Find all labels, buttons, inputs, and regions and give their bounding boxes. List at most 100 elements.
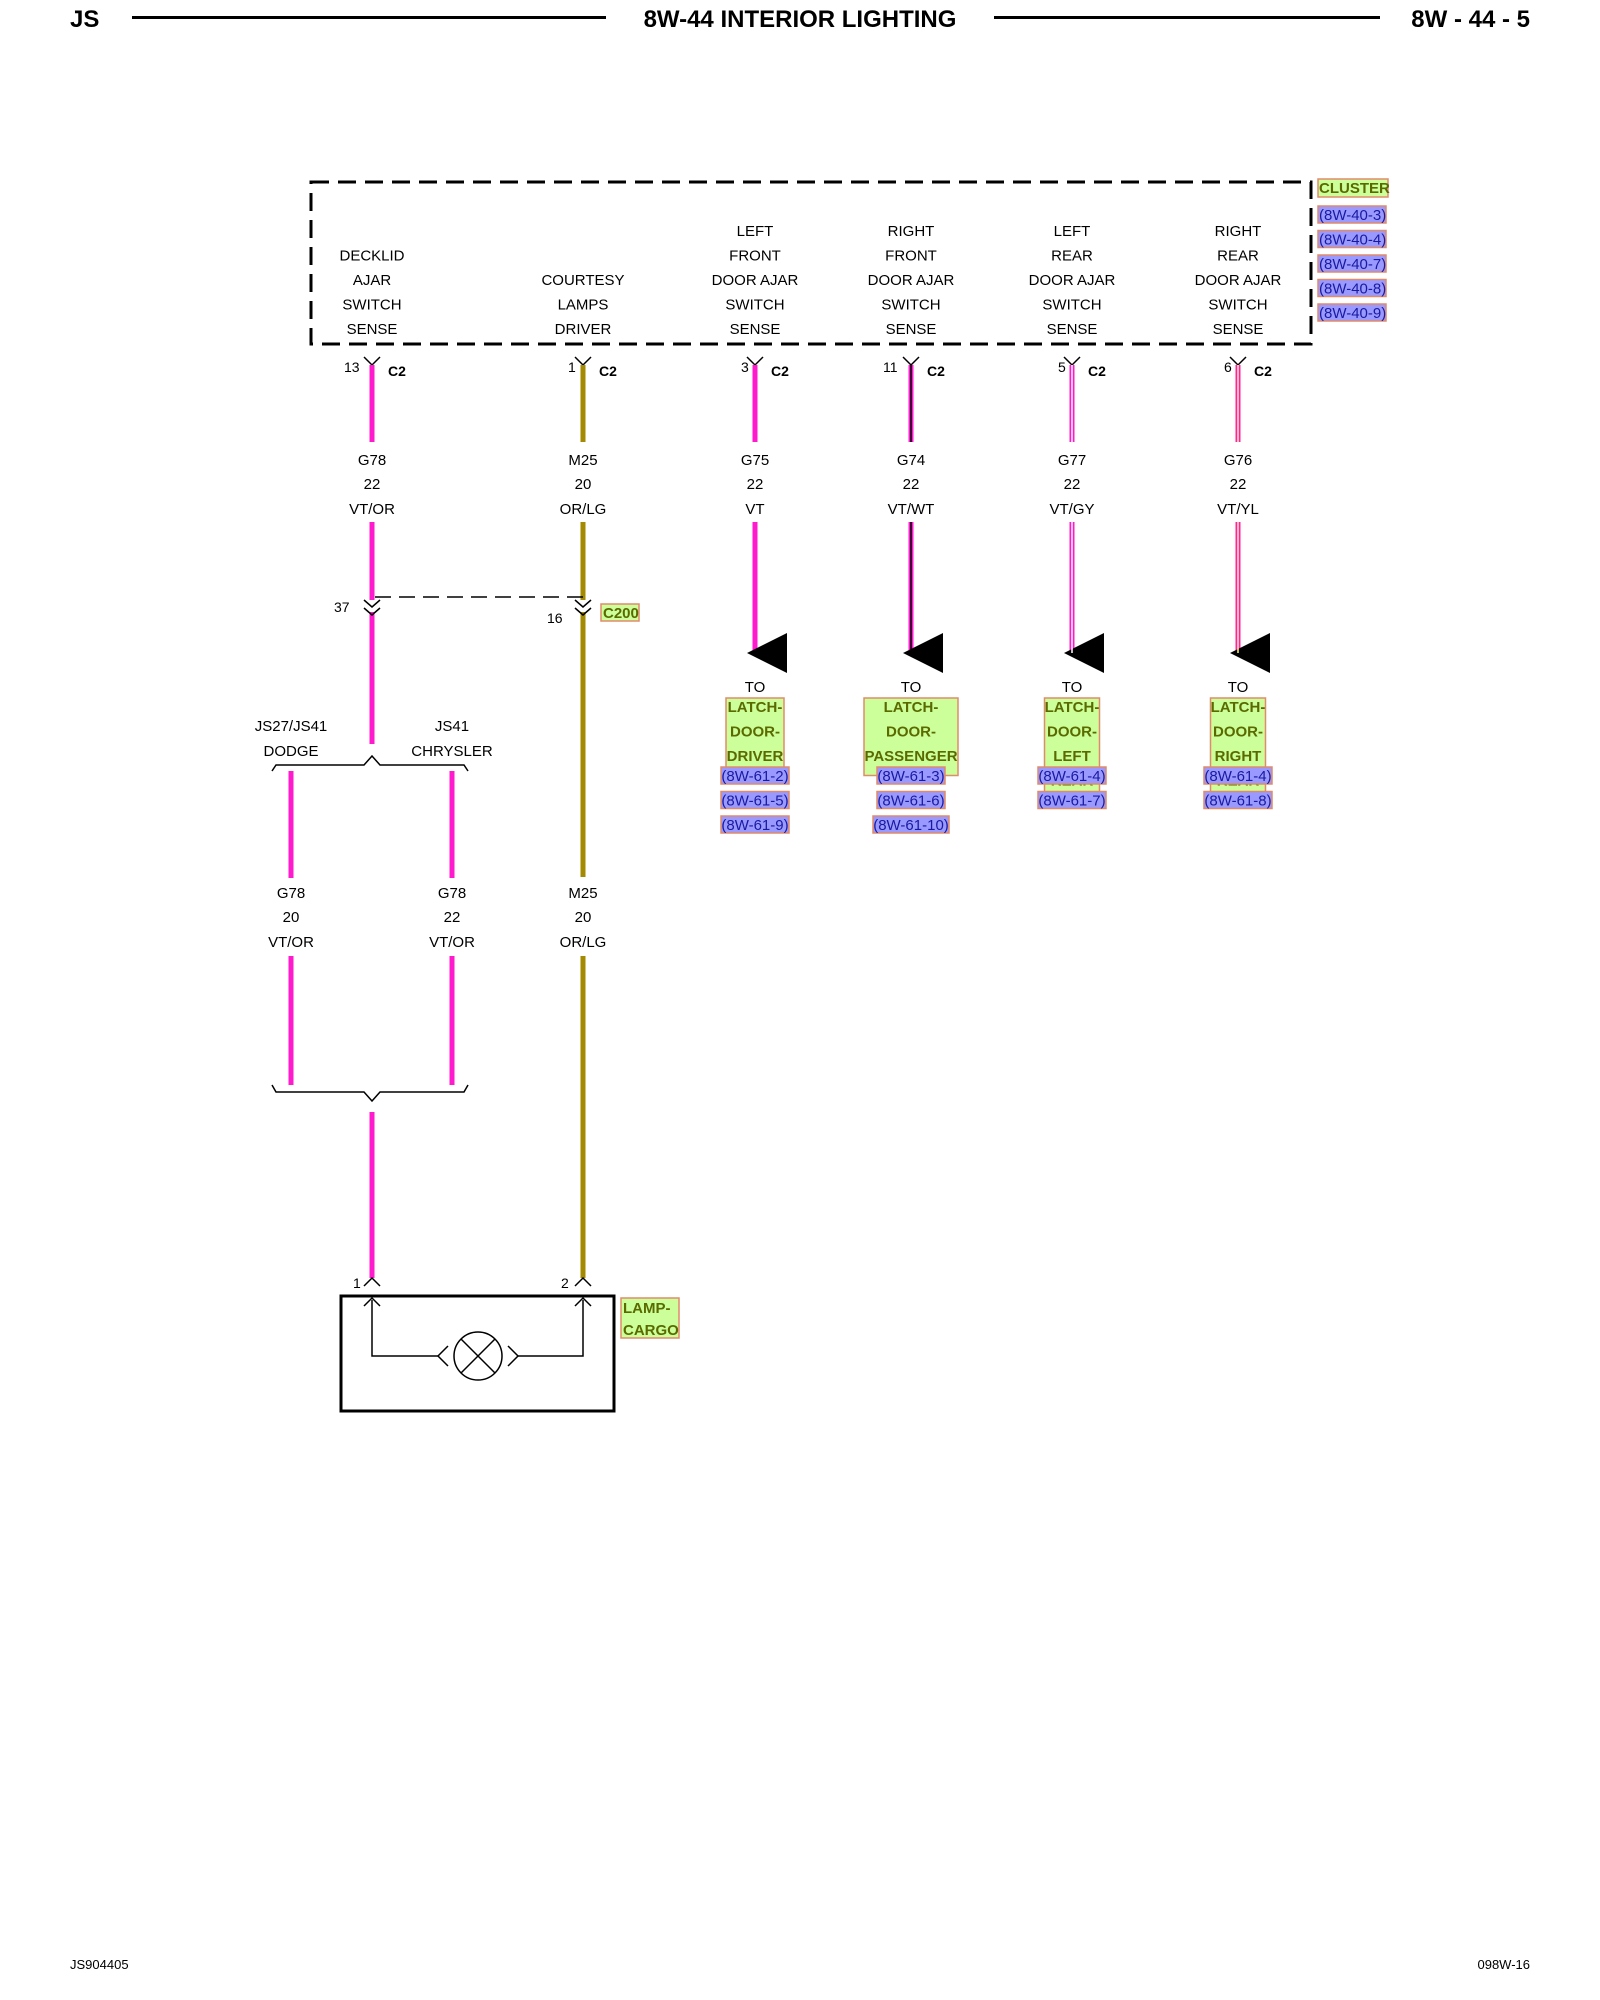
wire-color: VT/WT <box>888 501 935 518</box>
cluster-function-label: AJAR <box>353 272 392 289</box>
cluster-name: CLUSTER <box>1319 180 1390 197</box>
destination-name: DOOR- <box>730 724 780 741</box>
lamp-name-line1: LAMP- <box>623 1300 671 1317</box>
footer-doc-id: JS904405 <box>70 1957 129 1972</box>
cluster-function-label: REAR <box>1051 248 1093 265</box>
wire-gauge: 22 <box>1064 476 1081 493</box>
wire-circuit: G75 <box>741 452 769 469</box>
destination-ref-box <box>1037 790 1107 810</box>
destination-ref-box <box>876 766 946 785</box>
cluster-function-label: DRIVER <box>555 321 612 338</box>
destination-name: DOOR- <box>886 724 936 741</box>
wire-color: VT/OR <box>349 501 395 518</box>
destination-name: LATCH- <box>884 699 939 716</box>
destination-name: DRIVER <box>727 748 784 765</box>
lower-wire-circuit: G78 <box>438 885 466 902</box>
page-number: 8W - 44 - 5 <box>1411 6 1530 33</box>
destination-ref-box <box>876 790 946 810</box>
pin-chevron <box>574 356 592 367</box>
cluster-function-label: RIGHT <box>1215 223 1262 240</box>
pin-chevron <box>1229 356 1247 367</box>
split-right-brand: CHRYSLER <box>411 743 493 760</box>
cluster-function-label: DECKLID <box>339 248 404 265</box>
split-right-variant: JS41 <box>435 718 469 735</box>
cluster-function-label: SENSE <box>1047 321 1098 338</box>
lower-wire-gauge: 20 <box>575 909 592 926</box>
cluster-function-label: FRONT <box>729 248 781 265</box>
cluster-function-label: SWITCH <box>881 297 940 314</box>
lamp-box <box>339 1294 616 1413</box>
cluster-function-label: SWITCH <box>342 297 401 314</box>
lower-wire-color: VT/OR <box>268 934 314 951</box>
cluster-box <box>309 180 1313 346</box>
cluster-pin: 5 <box>1058 359 1066 375</box>
pin-chevron <box>1063 356 1081 367</box>
lower-wire-color: VT/OR <box>429 934 475 951</box>
lower-wire-gauge: 22 <box>444 909 461 926</box>
destination-ref-box <box>720 815 790 834</box>
cluster-function-label: SWITCH <box>725 297 784 314</box>
wire-color: VT/GY <box>1049 501 1094 518</box>
cluster-function-label: SWITCH <box>1042 297 1101 314</box>
lower-wire-color: OR/LG <box>560 934 607 951</box>
c200-pin-16: 16 <box>547 610 563 626</box>
destination-name: DOOR- <box>1047 724 1097 741</box>
wire-circuit: G77 <box>1058 452 1086 469</box>
bulb-icon <box>453 1331 503 1381</box>
wire-circuit: G78 <box>358 452 386 469</box>
cluster-function-label: DOOR AJAR <box>1029 272 1116 289</box>
upper-wires <box>369 365 1270 877</box>
cluster-function-label: SENSE <box>1213 321 1264 338</box>
cluster-ref-1: (8W-40-4) <box>1319 232 1386 249</box>
destination-ref: (8W-61-10) <box>873 817 949 834</box>
wire-gauge: 22 <box>1230 476 1247 493</box>
destinations: TOLATCH-DOOR-DRIVER(8W-61-2)(8W-61-5)(8W… <box>720 679 1273 834</box>
destination-ref: (8W-61-5) <box>721 793 788 810</box>
cluster-function-label: FRONT <box>885 248 937 265</box>
cluster-ref-3: (8W-40-8) <box>1319 281 1386 298</box>
destination-ref: (8W-61-3) <box>877 768 944 785</box>
c200-connector: 37 16 C200 <box>334 596 640 626</box>
cluster-pin: 6 <box>1224 359 1232 375</box>
header-rule-right <box>994 16 1380 19</box>
cluster-connector-label: C2 <box>1088 363 1106 379</box>
header-model: JS <box>70 6 100 33</box>
cluster-refs: (8W-40-3)(8W-40-4)(8W-40-7)(8W-40-8)(8W-… <box>1317 205 1387 322</box>
destination-ref-box <box>720 766 790 785</box>
destination-ref: (8W-61-6) <box>877 793 944 810</box>
wire-color: VT <box>745 501 764 518</box>
header-rule-left <box>132 16 606 19</box>
cluster-connector-label: C2 <box>599 363 617 379</box>
cluster-pin: 13 <box>344 359 360 375</box>
cluster-connector-label: C2 <box>927 363 945 379</box>
page-title: 8W-44 INTERIOR LIGHTING <box>643 6 957 33</box>
destination-name: LATCH- <box>1211 699 1266 716</box>
splice-split: JS27/JS41 DODGE JS41 CHRYSLER <box>255 718 493 1103</box>
destination-to: TO <box>901 679 922 696</box>
wire-gauge: 20 <box>575 476 592 493</box>
cluster-function-label: LEFT <box>1054 223 1091 240</box>
lower-wire-gauge: 20 <box>283 909 300 926</box>
cluster-connector-label: C2 <box>1254 363 1272 379</box>
destination-to: TO <box>745 679 766 696</box>
destination-to: TO <box>1228 679 1249 696</box>
cluster-pin: 3 <box>741 359 749 375</box>
split-left-brand: DODGE <box>263 743 318 760</box>
wire-labels: G7822VT/ORM2520OR/LGG7522VTG7422VT/WTG77… <box>349 452 1259 518</box>
destination-to: TO <box>1062 679 1083 696</box>
destination-name: PASSENGER <box>864 748 957 765</box>
destination-ref: (8W-61-9) <box>721 817 788 834</box>
destination-ref-box <box>872 815 950 834</box>
cluster-ref-box <box>1317 303 1387 322</box>
destination-name: LEFT <box>1053 748 1091 765</box>
cluster-function-label: REAR <box>1217 248 1259 265</box>
c200-name: C200 <box>603 605 639 622</box>
cluster-label: CLUSTER <box>1317 178 1390 198</box>
destination-ref-box <box>720 790 790 810</box>
destination-name: LATCH- <box>728 699 783 716</box>
cluster-function-label: SENSE <box>347 321 398 338</box>
wire-color: OR/LG <box>560 501 607 518</box>
